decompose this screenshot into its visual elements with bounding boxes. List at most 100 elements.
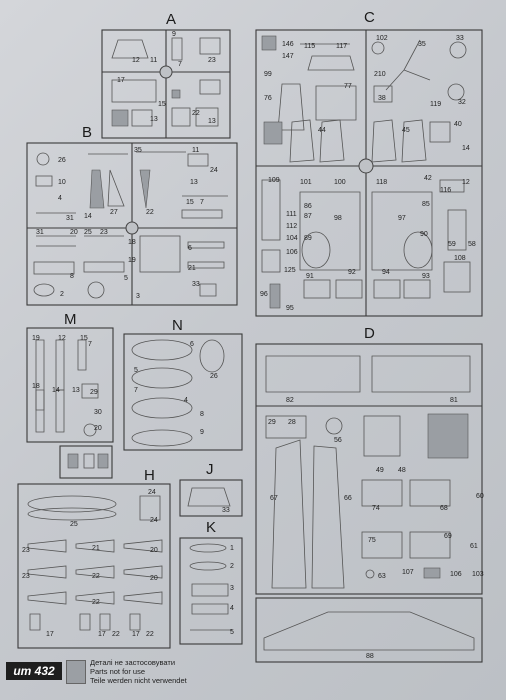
legend-line-ukrainian: Деталі не застосовувати — [90, 658, 176, 667]
legend-line-german: Teile werden nicht verwendet — [90, 676, 187, 685]
svg-text:33: 33 — [222, 507, 230, 514]
svg-text:61: 61 — [470, 543, 478, 550]
svg-text:60: 60 — [476, 493, 484, 500]
svg-text:25: 25 — [84, 229, 92, 236]
sprue-d-label: D — [364, 325, 375, 342]
svg-text:9: 9 — [172, 31, 176, 38]
svg-text:17: 17 — [132, 631, 140, 638]
svg-text:29: 29 — [90, 389, 98, 396]
svg-text:5: 5 — [124, 275, 128, 282]
svg-text:98: 98 — [334, 215, 342, 222]
svg-text:24: 24 — [148, 489, 156, 496]
svg-text:13: 13 — [150, 116, 158, 123]
svg-text:68: 68 — [440, 505, 448, 512]
svg-text:22: 22 — [112, 631, 120, 638]
svg-text:22: 22 — [92, 599, 100, 606]
svg-text:119: 119 — [430, 101, 441, 108]
svg-text:96: 96 — [260, 291, 268, 298]
svg-text:33: 33 — [192, 281, 200, 288]
svg-text:48: 48 — [398, 467, 406, 474]
svg-text:21: 21 — [188, 265, 196, 272]
sprue-d-wing: 88 — [255, 597, 483, 663]
svg-text:3: 3 — [230, 585, 234, 592]
svg-text:31: 31 — [66, 215, 74, 222]
svg-text:38: 38 — [378, 95, 386, 102]
svg-text:12: 12 — [132, 57, 140, 64]
sprue-m-label: M — [64, 311, 77, 328]
svg-text:7: 7 — [200, 199, 204, 206]
svg-text:66: 66 — [344, 495, 352, 502]
sprue-j: J 33 — [179, 461, 243, 517]
svg-text:20: 20 — [150, 575, 158, 582]
svg-text:22: 22 — [92, 573, 100, 580]
svg-text:12: 12 — [462, 179, 470, 186]
svg-text:1: 1 — [230, 545, 234, 552]
svg-text:74: 74 — [372, 505, 380, 512]
svg-text:210: 210 — [374, 71, 386, 78]
svg-text:12: 12 — [58, 335, 66, 342]
svg-text:14: 14 — [462, 145, 470, 152]
svg-text:27: 27 — [110, 209, 118, 216]
svg-text:22: 22 — [192, 110, 200, 117]
sprue-b-label: B — [82, 124, 92, 141]
svg-text:99: 99 — [264, 71, 272, 78]
sprue-k-label: K — [206, 519, 216, 536]
svg-text:31: 31 — [36, 229, 44, 236]
legend-swatch — [66, 660, 86, 684]
svg-text:32: 32 — [458, 99, 466, 106]
svg-text:7: 7 — [178, 61, 182, 68]
svg-text:23: 23 — [100, 229, 108, 236]
svg-text:102: 102 — [376, 35, 388, 42]
svg-text:69: 69 — [444, 533, 452, 540]
svg-text:15: 15 — [80, 335, 88, 342]
svg-text:95: 95 — [286, 305, 294, 312]
svg-text:7: 7 — [134, 387, 138, 394]
svg-text:7: 7 — [88, 341, 92, 348]
svg-text:109: 109 — [268, 177, 280, 184]
svg-text:106: 106 — [286, 249, 298, 256]
svg-text:25: 25 — [70, 521, 78, 528]
svg-text:10: 10 — [58, 179, 66, 186]
svg-text:103: 103 — [472, 571, 484, 578]
svg-text:111: 111 — [286, 211, 297, 218]
svg-text:44: 44 — [318, 127, 326, 134]
svg-text:17: 17 — [98, 631, 106, 638]
svg-text:59: 59 — [448, 241, 456, 248]
svg-text:94: 94 — [382, 269, 390, 276]
svg-text:77: 77 — [344, 83, 352, 90]
svg-text:6: 6 — [190, 341, 194, 348]
svg-text:28: 28 — [288, 419, 296, 426]
svg-text:92: 92 — [348, 269, 356, 276]
svg-text:22: 22 — [146, 631, 154, 638]
svg-text:63: 63 — [378, 573, 386, 580]
svg-text:20: 20 — [150, 547, 158, 554]
svg-text:85: 85 — [422, 201, 430, 208]
svg-text:58: 58 — [468, 241, 476, 248]
svg-text:87: 87 — [304, 213, 312, 220]
svg-text:49: 49 — [376, 467, 384, 474]
svg-text:8: 8 — [200, 411, 204, 418]
svg-text:91: 91 — [306, 273, 314, 280]
svg-text:75: 75 — [368, 537, 376, 544]
legend-line-english: Parts not for use — [90, 667, 146, 676]
svg-text:76: 76 — [264, 95, 272, 102]
svg-text:4: 4 — [230, 605, 234, 612]
svg-text:24: 24 — [210, 167, 218, 174]
svg-text:2: 2 — [60, 291, 64, 298]
svg-text:147: 147 — [282, 53, 294, 60]
svg-text:19: 19 — [128, 257, 136, 264]
svg-text:6: 6 — [188, 245, 192, 252]
svg-text:15: 15 — [186, 199, 194, 206]
brand-logo: um 432 — [6, 662, 62, 680]
svg-text:106: 106 — [450, 571, 462, 578]
svg-text:9: 9 — [200, 429, 204, 436]
svg-text:89: 89 — [304, 235, 312, 242]
svg-text:2: 2 — [230, 563, 234, 570]
svg-text:4: 4 — [184, 397, 188, 404]
svg-text:67: 67 — [270, 495, 278, 502]
svg-text:8: 8 — [70, 273, 74, 280]
